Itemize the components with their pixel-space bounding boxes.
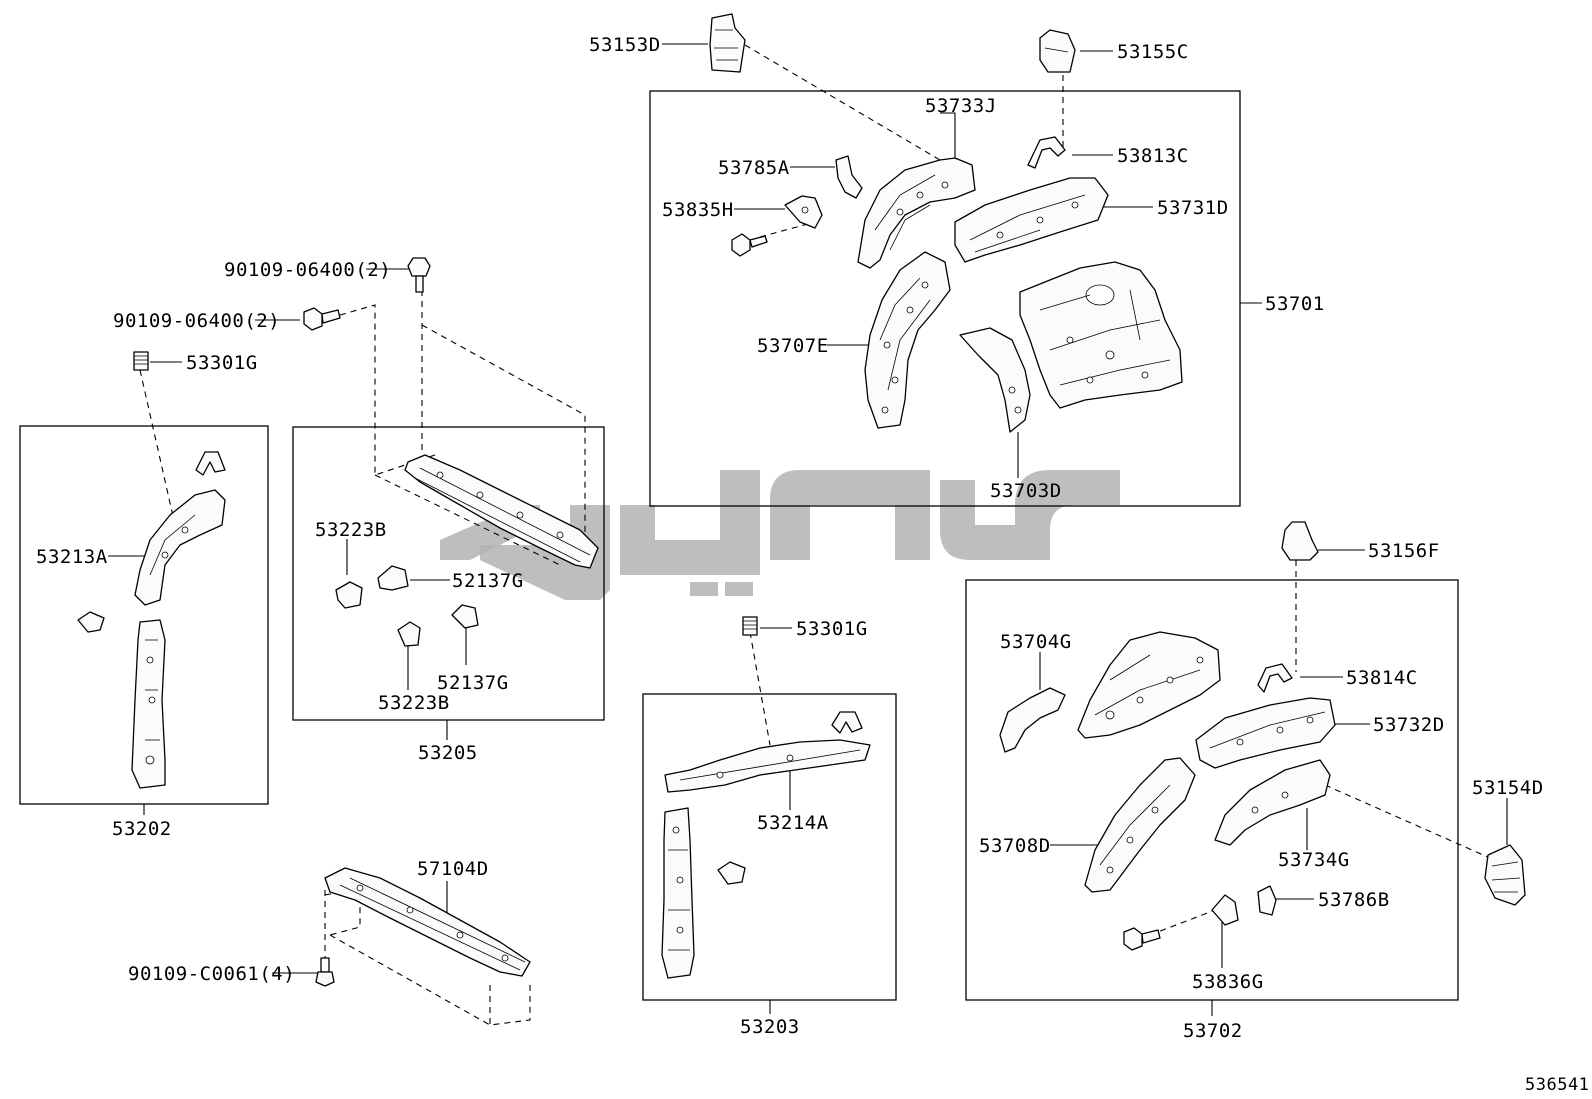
label-53202[interactable]: 53202 (112, 818, 172, 840)
part-53223B-clip-a (335, 581, 363, 609)
label-53814C[interactable]: 53814C (1346, 667, 1418, 689)
label-53813C[interactable]: 53813C (1117, 145, 1189, 167)
label-53733J[interactable]: 53733J (925, 95, 997, 117)
part-53786B-bracket (1257, 885, 1277, 916)
label-53732D[interactable]: 53732D (1373, 714, 1445, 736)
part-53702-apron-assy (1077, 631, 1221, 739)
label-53301G-a[interactable]: 53301G (186, 352, 258, 374)
dashed-connectors (139, 44, 1491, 1026)
label-52137G-a[interactable]: 52137G (452, 570, 524, 592)
part-53154D-bracket (1484, 844, 1526, 906)
part-53203-pillar (661, 807, 695, 979)
label-90109-06400-b[interactable]: 90109-06400(2) (113, 310, 280, 332)
part-52137G-bracket-a (377, 565, 409, 591)
label-53223B-a[interactable]: 53223B (315, 519, 387, 541)
reference-number: 536541 (1525, 1075, 1589, 1095)
part-labels: 53153D 53155C 53733J 53785A 53813C 53835… (36, 34, 1589, 1095)
label-53786B[interactable]: 53786B (1318, 889, 1390, 911)
label-53835H[interactable]: 53835H (662, 199, 734, 221)
part-53785A-bracket (835, 155, 863, 199)
label-53785A[interactable]: 53785A (718, 157, 790, 179)
label-53205[interactable]: 53205 (418, 742, 478, 764)
part-53734G-inner-wheelhouse (1214, 759, 1331, 846)
label-53704G[interactable]: 53704G (1000, 631, 1072, 653)
watermark-logo (440, 470, 1120, 600)
box-53205 (292, 426, 605, 721)
label-53734G[interactable]: 53734G (1278, 849, 1350, 871)
part-53836G-bracket (1211, 894, 1239, 926)
label-90109-06400-a[interactable]: 90109-06400(2) (224, 259, 391, 281)
label-53153D[interactable]: 53153D (589, 34, 661, 56)
part-53732D-apron-upper (1195, 697, 1336, 769)
part-53203-small-bracket-top (831, 711, 863, 734)
part-52137G-bracket-b (451, 604, 479, 629)
part-53202-small-clip (77, 611, 105, 633)
part-53701-apron-assy (1019, 261, 1183, 409)
part-53153D-bracket (709, 13, 746, 73)
part-53707E-apron-side (864, 251, 951, 429)
part-53223B-clip-b (397, 621, 421, 647)
label-53702[interactable]: 53702 (1183, 1020, 1243, 1042)
label-53203[interactable]: 53203 (740, 1016, 800, 1038)
label-53155C[interactable]: 53155C (1117, 41, 1189, 63)
label-53214A[interactable]: 53214A (757, 812, 829, 834)
part-53156F-bracket (1281, 521, 1319, 561)
box-53701 (649, 90, 1241, 507)
part-53704G-brace (999, 687, 1066, 753)
part-53155C-bracket (1039, 29, 1076, 73)
part-53708D-apron-side (1084, 757, 1196, 893)
part-53214A-bracket (664, 739, 871, 793)
part-53835H-bracket (784, 195, 823, 229)
label-53154D[interactable]: 53154D (1472, 777, 1544, 799)
label-53703D[interactable]: 53703D (990, 480, 1062, 502)
label-53701[interactable]: 53701 (1265, 293, 1325, 315)
label-53836G[interactable]: 53836G (1192, 971, 1264, 993)
label-53213A[interactable]: 53213A (36, 546, 108, 568)
part-53703D-brace (959, 327, 1031, 433)
part-53731D-apron-upper (954, 177, 1109, 263)
label-90109-C0061[interactable]: 90109-C0061(4) (128, 963, 295, 985)
part-bolt-53835H (731, 233, 768, 257)
label-53708D[interactable]: 53708D (979, 835, 1051, 857)
part-bolt-90109-06400-b (303, 307, 341, 331)
part-53202-pillar (131, 619, 166, 789)
part-53203-clip (717, 861, 746, 885)
label-53731D[interactable]: 53731D (1157, 197, 1229, 219)
label-53301G-b[interactable]: 53301G (796, 618, 868, 640)
label-57104D[interactable]: 57104D (417, 858, 489, 880)
part-bolt-90109-06400-a (407, 257, 431, 293)
part-53733J-inner-wheelhouse (857, 157, 976, 269)
part-bolt-53836G (1123, 927, 1161, 951)
part-53814C-bracket (1257, 663, 1293, 693)
part-bolt-90109-C0061 (315, 957, 335, 987)
part-53202-small-bracket-top (195, 451, 226, 476)
label-52137G-b[interactable]: 52137G (437, 672, 509, 694)
part-53205-crossmember (404, 454, 599, 569)
label-53156F[interactable]: 53156F (1368, 540, 1440, 562)
part-53213A-bracket (134, 489, 226, 606)
part-53301G-spring-b (742, 616, 758, 636)
label-53223B-b[interactable]: 53223B (378, 692, 450, 714)
part-57104D-crossmember (324, 867, 531, 977)
leader-lines (108, 43, 1508, 1016)
part-53813C-bracket (1027, 136, 1066, 169)
part-53301G-spring-a (133, 351, 149, 371)
label-53707E[interactable]: 53707E (757, 335, 829, 357)
